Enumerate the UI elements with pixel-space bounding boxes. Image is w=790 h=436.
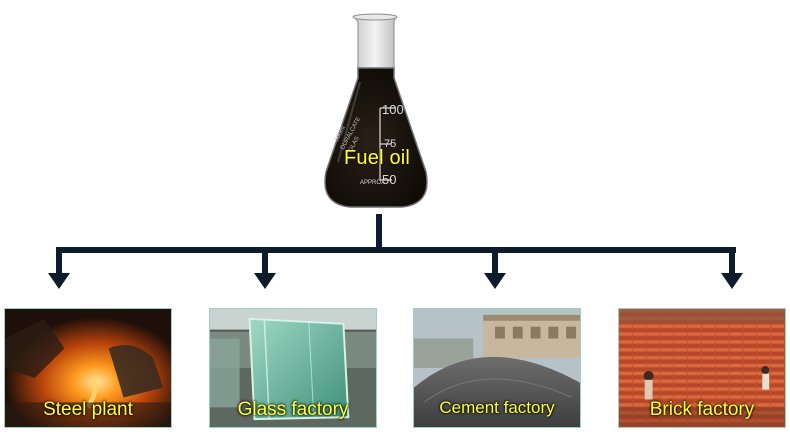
drop-glass	[262, 247, 268, 275]
cement-factory-image	[414, 309, 580, 427]
steel-plant-card: Steel plant	[4, 308, 172, 428]
steel-plant-image	[5, 309, 171, 427]
drop-steel	[56, 247, 62, 275]
cement-factory-label: Cement factory	[439, 398, 555, 417]
cement-factory-card: Cement factory	[413, 308, 581, 428]
brick-factory-image	[619, 309, 785, 427]
scale-mark-100: 100	[382, 102, 404, 117]
flask-icon	[324, 13, 428, 208]
scale-mark-50: 50	[382, 172, 397, 187]
branch-bar	[56, 247, 736, 253]
arrow-cement-icon	[484, 273, 506, 289]
brick-factory-label: Brick factory	[649, 399, 755, 420]
fuel-oil-label: Fuel oil	[344, 147, 411, 169]
glass-factory-label: Glass factory	[237, 399, 349, 420]
arrow-glass-icon	[254, 273, 276, 289]
drop-cement	[492, 247, 498, 275]
flask-approx-text: APPROX	[360, 180, 386, 186]
glass-factory-card: Glass factory	[209, 308, 377, 428]
arrow-brick-icon	[721, 273, 743, 289]
scale-mark-75: 75	[384, 138, 397, 150]
steel-plant-label: Steel plant	[43, 399, 133, 420]
arrow-steel-icon	[48, 273, 70, 289]
drop-brick	[729, 247, 735, 275]
brick-factory-card: Brick factory	[618, 308, 786, 428]
fuel-oil-flask: 100 75 50 500ml DURALCATE GLAS APPROX	[318, 12, 434, 212]
trunk-line	[376, 214, 382, 250]
glass-factory-image	[210, 309, 376, 427]
